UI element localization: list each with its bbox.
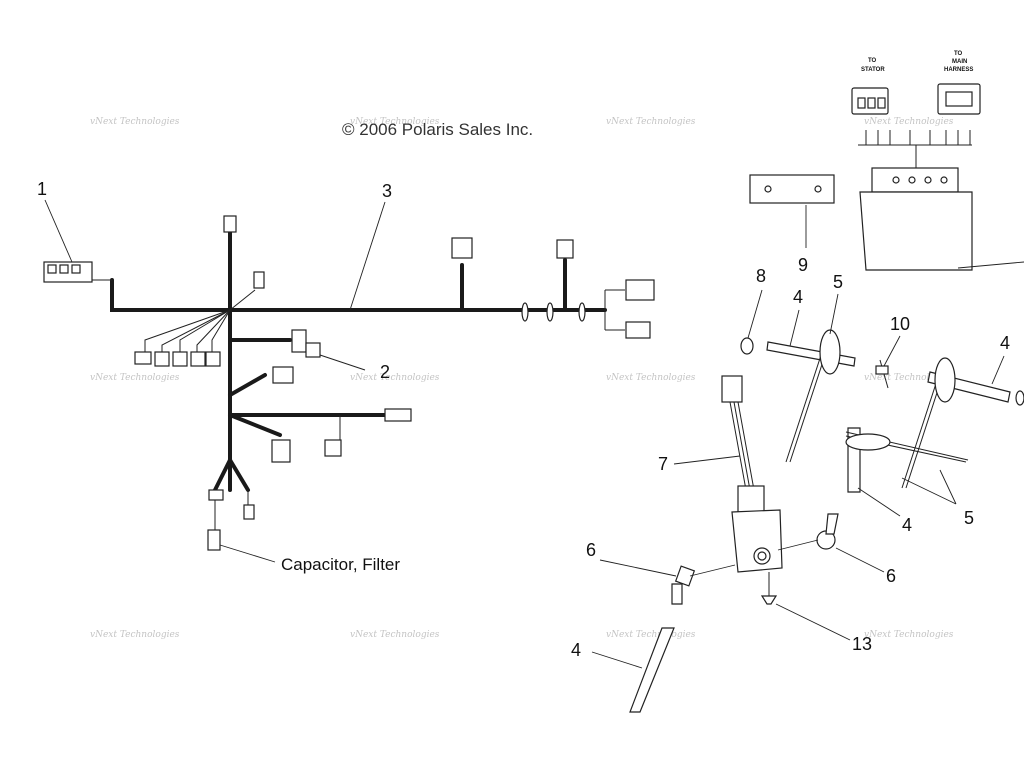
small-connector <box>253 271 265 289</box>
fan-connector <box>205 351 221 367</box>
connector-upper-a <box>451 237 473 259</box>
callout-8: 8 <box>756 266 766 286</box>
watermark: vNext Technologies <box>864 117 954 127</box>
to-main-harness-label: MAIN <box>952 59 967 65</box>
callout-5b: 5 <box>964 508 974 528</box>
watermark: vNext Technologies <box>606 373 696 383</box>
connector-upper-b <box>556 239 574 259</box>
connector-mid <box>272 366 294 384</box>
callout-4a: 4 <box>793 287 803 307</box>
to-main-harness-label: TO <box>954 51 963 57</box>
bolt-13 <box>760 595 778 605</box>
watermark: vNext Technologies <box>350 373 440 383</box>
sensor-assembly-7 <box>721 375 783 573</box>
hoses <box>629 329 1024 713</box>
watermark: vNext Technologies <box>90 117 180 127</box>
connector-lower-b <box>324 439 342 457</box>
callout-2: 2 <box>380 362 390 382</box>
callout-6b: 6 <box>886 566 896 586</box>
connector-2 <box>291 329 307 353</box>
regulator-module <box>858 130 1024 271</box>
to-main-harness-label: HARNESS <box>944 67 973 73</box>
callout-7: 7 <box>658 454 668 474</box>
callout-3: 3 <box>382 181 392 201</box>
callout-5a: 5 <box>833 272 843 292</box>
watermark: vNext Technologies <box>606 117 696 127</box>
grommet-8 <box>740 337 754 355</box>
watermark: vNext Technologies <box>350 117 440 127</box>
watermark-group: vNext Technologies vNext Technologies vN… <box>90 117 954 640</box>
connector-right-b <box>625 321 651 339</box>
main-connector-1 <box>43 261 93 283</box>
callout-13: 13 <box>852 634 872 654</box>
copyright-text: © 2006 Polaris Sales Inc. <box>342 120 533 139</box>
to-stator-label: TO <box>868 58 877 64</box>
fan-connector <box>190 351 206 367</box>
fan-connector <box>172 351 188 367</box>
stator-connector: TO STATOR <box>851 58 889 115</box>
wiring-harness <box>43 215 655 551</box>
capacitor-filter <box>207 529 221 551</box>
callout-9: 9 <box>798 255 808 275</box>
connector-lower-a <box>271 439 291 463</box>
watermark: vNext Technologies <box>90 630 180 640</box>
main-harness-connector: TO MAIN HARNESS <box>937 51 981 115</box>
fitting-6-left <box>671 564 736 605</box>
watermark: vNext Technologies <box>90 373 180 383</box>
callout-4d: 4 <box>571 640 581 660</box>
capacitor-label: Capacitor, Filter <box>281 555 400 574</box>
connector-2b <box>305 342 321 358</box>
watermark: vNext Technologies <box>864 630 954 640</box>
callout-10: 10 <box>890 314 910 334</box>
watermark: vNext Technologies <box>864 373 954 383</box>
connector-horizontal <box>384 408 412 422</box>
connector-bottom-b <box>243 504 255 520</box>
watermark: vNext Technologies <box>350 630 440 640</box>
fan-connector <box>154 351 170 367</box>
callout-4b: 4 <box>1000 333 1010 353</box>
connector-bottom-a <box>208 489 224 501</box>
fan-connector <box>134 351 152 365</box>
fitting-6-right <box>777 513 839 551</box>
callout-1: 1 <box>37 179 47 199</box>
callout-6a: 6 <box>586 540 596 560</box>
connector-right-a <box>625 279 655 301</box>
capacitor-leader <box>219 544 276 563</box>
callout-4c: 4 <box>902 515 912 535</box>
watermark: vNext Technologies <box>606 630 696 640</box>
top-connector <box>223 215 237 233</box>
to-stator-label: STATOR <box>861 67 885 73</box>
